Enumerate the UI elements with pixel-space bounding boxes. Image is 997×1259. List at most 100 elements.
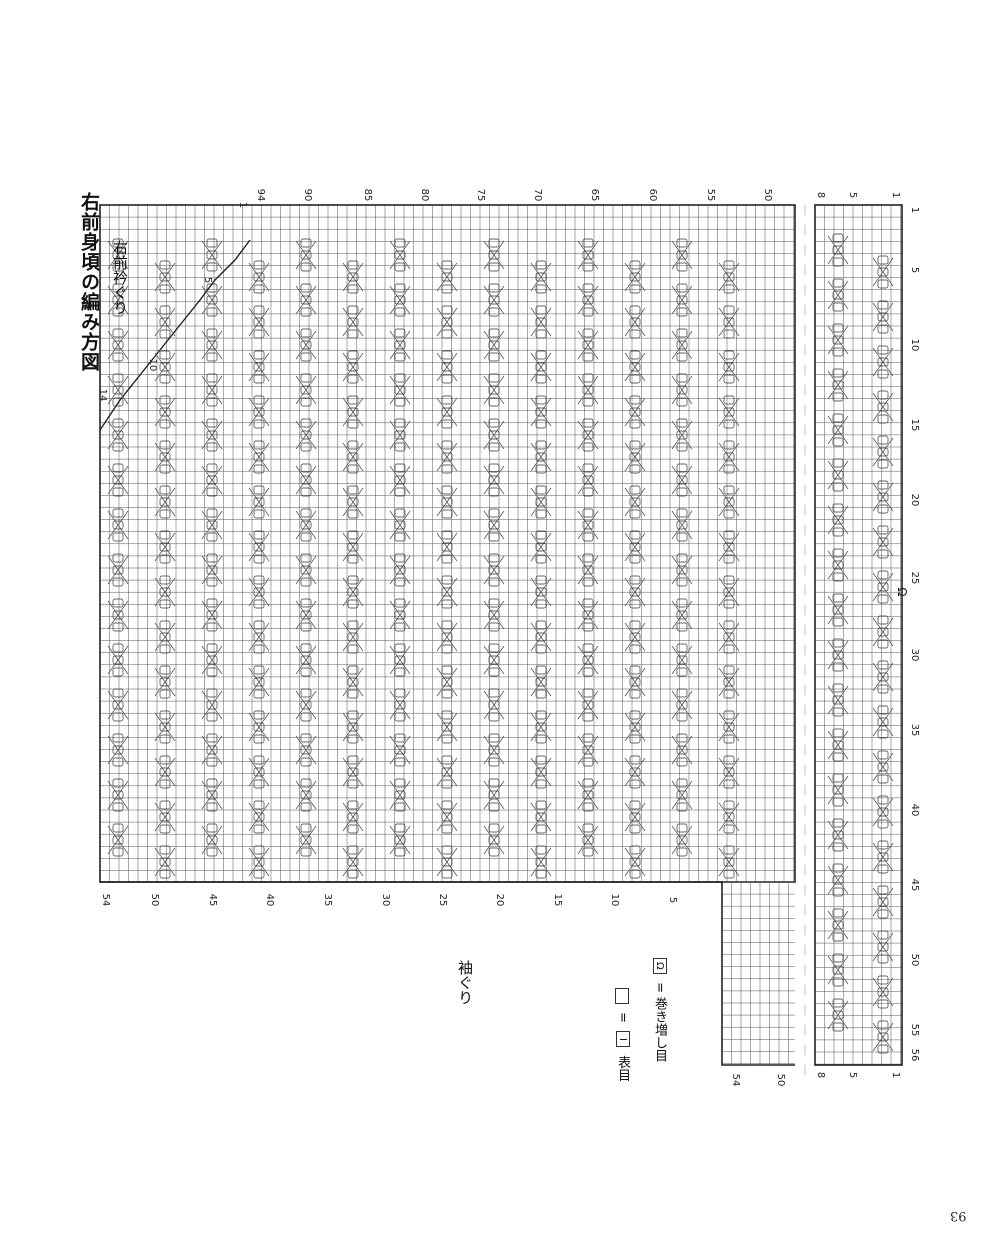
wrap-stitch-icon — [582, 823, 594, 833]
cable-cross-line — [827, 370, 849, 400]
wrap-stitch-icon — [206, 520, 218, 530]
wrap-stitch-icon — [535, 464, 547, 474]
wrap-stitch-icon — [629, 632, 641, 642]
wrap-stitch-icon — [582, 373, 594, 383]
cable-cross-line — [248, 622, 270, 652]
wrap-stitch-icon — [300, 475, 312, 485]
wrap-stitch-icon — [535, 800, 547, 810]
wrap-stitch-icon — [488, 418, 500, 428]
cable-cross-line — [201, 465, 223, 495]
cable-cross-line — [201, 690, 223, 720]
wrap-stitch-icon — [488, 823, 500, 833]
row-label: 10 — [609, 894, 620, 907]
wrap-stitch-icon — [159, 620, 171, 630]
wrap-stitch-icon — [159, 779, 171, 789]
wrap-stitch-icon — [877, 975, 889, 985]
cable-cross-line — [872, 842, 894, 872]
wrap-stitch-icon — [206, 295, 218, 305]
wrap-stitch-icon — [832, 527, 844, 537]
cable-cross-line — [671, 330, 693, 360]
cable-cross-line — [154, 397, 176, 427]
wrap-stitch-icon — [877, 1044, 889, 1054]
page-number: 93 — [950, 1208, 967, 1223]
row-label: 50 — [149, 894, 160, 907]
cable-cross-line — [483, 420, 505, 450]
wrap-stitch-icon — [877, 525, 889, 535]
cable-cross-line — [389, 465, 411, 495]
cable-cross-line — [389, 330, 411, 360]
wrap-stitch-icon — [676, 778, 688, 788]
wrap-stitch-icon — [112, 475, 124, 485]
cable-cross-line — [671, 555, 693, 585]
wrap-stitch-icon — [723, 599, 735, 609]
wrap-stitch-icon — [159, 440, 171, 450]
wrap-stitch-icon — [159, 554, 171, 564]
wrap-stitch-icon — [723, 554, 735, 564]
wrap-stitch-icon — [676, 610, 688, 620]
wrap-stitch-icon — [629, 857, 641, 867]
wrap-stitch-icon — [582, 835, 594, 845]
band-top-label: 1 — [890, 192, 901, 198]
wrap-stitch-icon — [488, 520, 500, 530]
wrap-stitch-icon — [535, 824, 547, 834]
cable-cross-line — [295, 690, 317, 720]
wrap-stitch-icon — [877, 492, 889, 502]
wrap-stitch-icon — [347, 452, 359, 462]
wrap-stitch-icon — [300, 442, 312, 452]
wrap-stitch-icon — [112, 532, 124, 542]
wrap-stitch-icon — [112, 397, 124, 407]
wrap-stitch-icon — [253, 767, 265, 777]
wrap-stitch-icon — [112, 463, 124, 473]
wrap-stitch-icon — [535, 374, 547, 384]
wrap-stitch-icon — [347, 419, 359, 429]
cable-cross-line — [827, 775, 849, 805]
wrap-stitch-icon — [159, 497, 171, 507]
wrap-stitch-icon — [832, 752, 844, 762]
stitch-label: 10 — [909, 339, 920, 352]
wrap-stitch-icon — [535, 689, 547, 699]
wrap-stitch-icon — [488, 328, 500, 338]
wrap-stitch-icon — [629, 407, 641, 417]
cable-cross-line — [389, 735, 411, 765]
wrap-stitch-icon — [159, 485, 171, 495]
wrap-stitch-icon — [629, 710, 641, 720]
cable-cross-line — [389, 510, 411, 540]
cable-cross-line — [107, 645, 129, 675]
wrap-stitch-icon — [488, 655, 500, 665]
wrap-stitch-icon — [112, 610, 124, 620]
wrap-stitch-icon — [488, 778, 500, 788]
wrap-stitch-icon — [112, 283, 124, 293]
wrap-stitch-icon — [112, 667, 124, 677]
wrap-stitch-icon — [535, 419, 547, 429]
wrap-stitch-icon — [253, 812, 265, 822]
wrap-stitch-icon — [300, 667, 312, 677]
cable-cross-line — [530, 307, 552, 337]
wrap-stitch-icon — [582, 610, 594, 620]
wrap-stitch-icon — [253, 329, 265, 339]
wrap-stitch-icon — [206, 340, 218, 350]
wrap-stitch-icon — [441, 575, 453, 585]
wrap-stitch-icon — [206, 328, 218, 338]
armhole-label: 袖ぐり — [456, 960, 474, 1005]
wrap-stitch-icon — [877, 549, 889, 559]
legend-wrap-text: 巻き増し目 — [652, 997, 667, 1063]
cable-cross-line — [671, 825, 693, 855]
wrap-stitch-icon — [676, 532, 688, 542]
wrap-stitch-icon — [112, 295, 124, 305]
wrap-stitch-icon — [300, 598, 312, 608]
wrap-stitch-icon — [676, 397, 688, 407]
wrap-stitch-icon — [159, 812, 171, 822]
wrap-stitch-icon — [832, 290, 844, 300]
cable-cross-line — [872, 257, 894, 287]
wrap-stitch-icon — [676, 733, 688, 743]
wrap-stitch-icon — [159, 689, 171, 699]
cable-cross-line — [530, 712, 552, 742]
wrap-stitch-icon — [159, 509, 171, 519]
cable-cross-line — [107, 510, 129, 540]
wrap-stitch-icon — [112, 712, 124, 722]
wrap-stitch-icon — [300, 397, 312, 407]
wrap-stitch-icon — [877, 729, 889, 739]
wrap-stitch-icon — [441, 440, 453, 450]
wrap-stitch-icon — [629, 689, 641, 699]
wrap-stitch-icon — [676, 262, 688, 272]
